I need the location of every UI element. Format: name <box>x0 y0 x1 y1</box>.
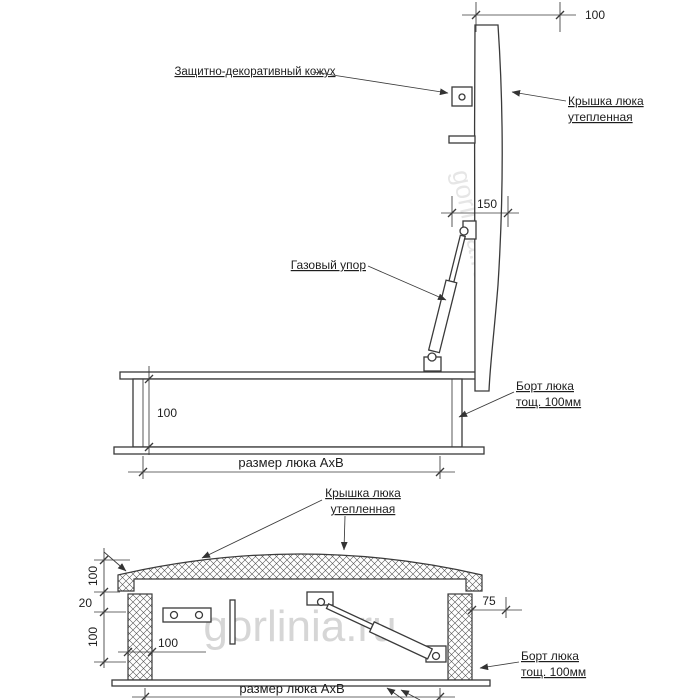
strut-rod <box>448 234 467 283</box>
label-bort-line2: тощ. 100мм <box>516 395 581 409</box>
hatch-base <box>113 371 485 455</box>
dim-value: 100 <box>158 636 178 650</box>
label-cover: Защитно-декоративный кожух <box>174 66 335 78</box>
bottom-view-cross-section: gorlinia.ru Крышка люка <box>79 486 586 700</box>
leader-line <box>479 661 520 671</box>
label-strut: Газовый упор <box>291 258 367 272</box>
label-lid-line2: утепленная <box>568 110 633 124</box>
dim-wall-height: 100 <box>86 627 100 647</box>
callout-lid-bottom: Крышка люка утепленная <box>201 486 401 559</box>
strut-lower-pivot <box>431 651 441 661</box>
leader-line <box>511 89 567 102</box>
dim-value: 100 <box>585 8 605 22</box>
dim-value: 100 <box>157 406 177 420</box>
callout-lid-top: Крышка люка утепленная <box>511 89 644 124</box>
strut-lower-pivot <box>427 352 437 362</box>
dimension-flange-75: 75 <box>466 594 522 618</box>
inner-hardware <box>162 599 236 645</box>
strut-cylinder <box>427 279 458 354</box>
cutoff-leaders <box>386 687 421 700</box>
callout-decorative-cover: Защитно-декоративный кожух <box>174 66 449 96</box>
dimension-wall-thickness-100: 100 <box>118 636 206 657</box>
callout-gas-strut: Газовый упор <box>291 258 447 301</box>
label-bort-line2: тощ. 100мм <box>521 665 586 679</box>
gas-strut-open <box>423 220 477 372</box>
leader-line <box>367 265 447 301</box>
dimension-lid-top-100: 100 <box>462 2 605 32</box>
strut-upper-pivot <box>316 597 326 607</box>
label-bort-line1: Борт люка <box>521 649 579 663</box>
lid-handle-bar <box>448 135 476 144</box>
strut-cylinder <box>368 620 434 660</box>
base-bottom-flange <box>113 446 485 455</box>
base-top-surface <box>119 371 483 380</box>
dimension-size-axb-top: размер люка АхВ <box>128 455 455 479</box>
dim-size-label: размер люка АхВ <box>239 681 344 696</box>
dim-size-label: размер люка АхВ <box>238 455 343 470</box>
bracket-bolt <box>169 610 179 620</box>
frame-wall-right-section <box>447 593 473 681</box>
dim-gap: 20 <box>79 596 93 610</box>
bracket-bolt <box>194 610 204 620</box>
callout-bort-bottom: Борт люка тощ. 100мм <box>479 649 586 679</box>
hatch-lid-open-panel <box>473 24 503 392</box>
label-lid-line2: утепленная <box>331 502 396 516</box>
gas-strut-stowed <box>306 591 447 663</box>
dimension-size-axb-bottom: размер люка АхВ <box>132 681 455 700</box>
open-lid <box>448 24 503 392</box>
leader-line <box>312 71 449 96</box>
dim-value: 150 <box>477 197 497 211</box>
lock-pin <box>229 599 236 645</box>
dim-value: 75 <box>482 594 496 608</box>
strut-upper-pivot <box>459 226 469 236</box>
frame-wall-left-section <box>127 593 153 681</box>
bracket-bolt <box>458 93 466 101</box>
bottom-flange-section <box>111 679 491 687</box>
dimension-frame-height-100: 100 <box>144 366 177 455</box>
leader-line <box>340 515 348 551</box>
label-lid-line1: Крышка люка <box>568 94 644 108</box>
lid-section-insulated <box>117 553 483 592</box>
top-view-side-elevation: gorlinia.ru <box>113 2 644 479</box>
label-bort-line1: Борт люка <box>516 379 574 393</box>
leader-line <box>201 499 323 559</box>
dim-lid-thickness: 100 <box>86 566 100 586</box>
base-frame-box <box>132 378 463 448</box>
callout-bort-top: Борт люка тощ. 100мм <box>458 379 581 418</box>
dimension-chain-left: 100 20 100 <box>79 548 130 668</box>
dimension-strut-150: 150 <box>441 196 519 227</box>
leader-line <box>103 551 127 572</box>
leader-line <box>458 391 515 418</box>
label-lid-line1: Крышка люка <box>325 486 401 500</box>
